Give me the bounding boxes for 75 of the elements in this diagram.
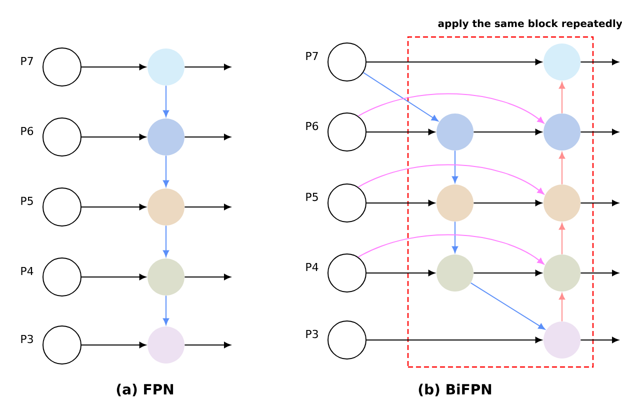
arrow xyxy=(366,200,436,206)
input-circle xyxy=(328,184,366,222)
arrow xyxy=(473,200,542,206)
output-arrow xyxy=(580,58,619,66)
arrow xyxy=(81,342,146,348)
output-arrow xyxy=(184,64,231,70)
level-label: P5 xyxy=(306,192,318,202)
output-arrow xyxy=(580,336,619,344)
output-arrow xyxy=(184,204,231,210)
input-circle xyxy=(42,325,82,364)
arrow xyxy=(558,292,566,322)
level-label: P4 xyxy=(306,262,318,271)
arrow xyxy=(81,134,146,140)
input-circle xyxy=(328,320,366,360)
arrow xyxy=(452,150,458,183)
dashed-group-box: apply the same block repeatedly xyxy=(407,19,622,368)
level-label: P6 xyxy=(21,126,34,136)
arrow xyxy=(362,72,438,122)
output-arrow xyxy=(580,200,619,206)
feature-circle xyxy=(544,322,580,358)
input-circle xyxy=(42,48,82,86)
arrow xyxy=(366,270,436,276)
curved-arrow xyxy=(358,93,544,124)
feature-circle xyxy=(436,254,474,292)
feature-circle xyxy=(544,184,580,222)
feature-circle xyxy=(544,254,580,292)
feature-circle xyxy=(544,44,580,80)
feature-circle xyxy=(436,114,474,150)
arrow xyxy=(470,282,546,330)
input-circle xyxy=(328,254,366,292)
panel-caption: (b) BiFPN xyxy=(418,384,492,396)
feature-circle xyxy=(148,326,184,364)
input-circle xyxy=(42,258,82,296)
input-circle xyxy=(328,42,366,82)
arrow xyxy=(473,128,542,136)
arrow xyxy=(366,128,436,136)
output-arrow xyxy=(184,342,231,348)
node-label: apply the same block repeatedly xyxy=(438,19,622,30)
level-label: P3 xyxy=(306,330,318,338)
arrow xyxy=(558,152,566,185)
output-arrow xyxy=(580,128,619,136)
arrow xyxy=(162,295,170,325)
arrow xyxy=(162,155,170,187)
level-label: P7 xyxy=(21,57,33,65)
level-label: P4 xyxy=(21,266,34,275)
level-label: P5 xyxy=(21,196,33,206)
output-arrow xyxy=(580,270,619,276)
arrow xyxy=(452,221,458,253)
input-circle xyxy=(328,112,366,152)
feature-circle xyxy=(148,188,184,226)
arrow xyxy=(558,82,566,114)
arrow xyxy=(558,222,566,255)
panel-caption: (a) FPN xyxy=(116,384,174,396)
arrow xyxy=(162,85,170,117)
feature-circle xyxy=(148,118,184,156)
feature-circle xyxy=(148,48,184,86)
level-label: P3 xyxy=(21,334,33,344)
level-label: P6 xyxy=(306,122,318,130)
feature-circle xyxy=(544,114,580,150)
arrow xyxy=(473,270,542,276)
arrow xyxy=(81,204,146,210)
input-circle xyxy=(42,188,82,226)
arrow xyxy=(366,336,542,344)
feature-circle xyxy=(436,184,474,222)
arrow xyxy=(162,225,170,257)
output-arrow xyxy=(184,134,231,140)
curved-arrow xyxy=(358,234,544,264)
arrow xyxy=(366,58,542,66)
level-label: P7 xyxy=(306,52,318,60)
output-arrow xyxy=(184,274,231,280)
arrow xyxy=(81,274,146,280)
feature-circle xyxy=(148,258,184,296)
arrow xyxy=(81,64,146,70)
input-circle xyxy=(42,118,82,156)
curved-arrow xyxy=(358,164,544,194)
